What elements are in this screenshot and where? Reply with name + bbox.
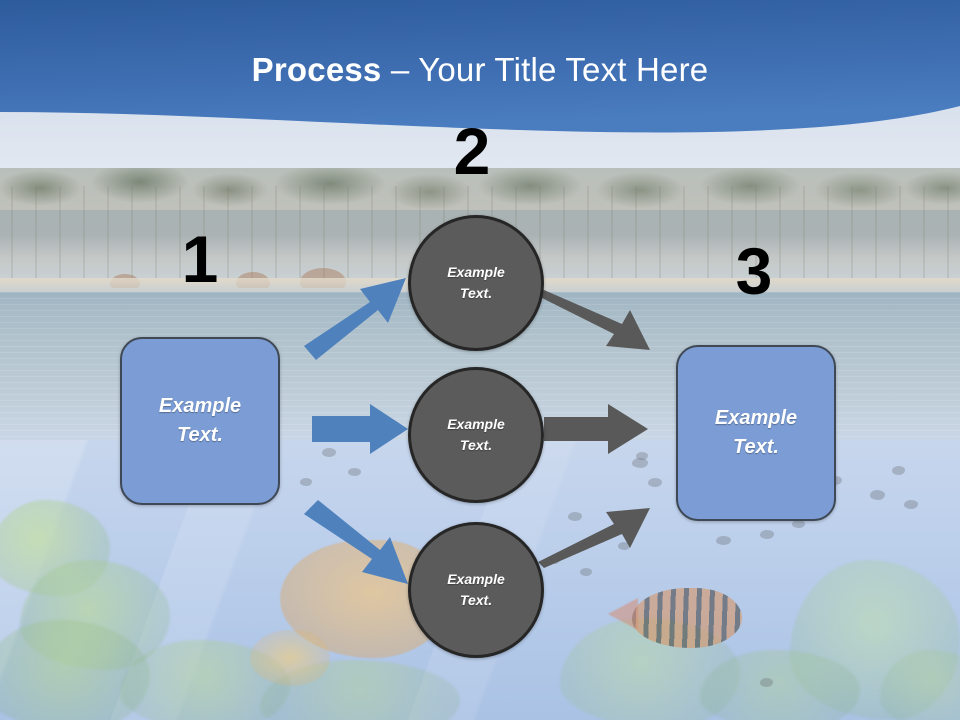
background-small-fish bbox=[618, 542, 630, 550]
arrow-circle-top-to-box3 bbox=[538, 290, 650, 350]
arrow-box1-to-circle-bottom bbox=[304, 500, 408, 584]
background-small-fish bbox=[892, 466, 905, 475]
process-circle-top[interactable]: Example Text. bbox=[408, 215, 544, 351]
background-fish-striped bbox=[632, 588, 742, 648]
background-small-fish bbox=[760, 678, 773, 687]
background-small-fish bbox=[792, 520, 805, 528]
background-small-fish bbox=[632, 458, 648, 468]
background-small-fish bbox=[568, 512, 582, 521]
process-circle-bottom-label: Example Text. bbox=[447, 571, 505, 608]
process-circle-middle[interactable]: Example Text. bbox=[408, 367, 544, 503]
background-small-fish bbox=[716, 536, 731, 545]
page-title-regular: Your Title Text Here bbox=[418, 51, 709, 88]
background-small-fish bbox=[870, 490, 885, 500]
output-box-label: Example Text. bbox=[714, 407, 798, 458]
background-small-fish bbox=[300, 478, 312, 486]
header-band bbox=[0, 0, 960, 133]
step-number-2: 2 bbox=[453, 114, 491, 188]
process-circle-top-label: Example Text. bbox=[447, 264, 505, 301]
background-small-fish bbox=[760, 530, 774, 539]
page-title-separator: – bbox=[381, 51, 419, 88]
background-small-fish bbox=[636, 452, 648, 460]
process-circle-bottom[interactable]: Example Text. bbox=[408, 522, 544, 658]
output-box[interactable]: Example Text. bbox=[676, 345, 836, 521]
background-small-fish bbox=[322, 448, 336, 457]
background-fish-striped-tail bbox=[608, 598, 638, 630]
background-small-fish bbox=[348, 468, 361, 476]
input-box[interactable]: Example Text. bbox=[120, 337, 280, 505]
background-coral bbox=[700, 650, 860, 720]
arrow-box1-to-circle-top bbox=[304, 278, 406, 360]
arrow-circle-middle-to-box3 bbox=[544, 404, 648, 454]
step-number-3: 3 bbox=[735, 234, 773, 308]
step-number-1: 1 bbox=[181, 222, 219, 296]
background-small-fish bbox=[904, 500, 918, 509]
background-fish-large-fin bbox=[250, 630, 330, 686]
arrow-box1-to-circle-middle bbox=[312, 404, 408, 454]
input-box-label: Example Text. bbox=[158, 395, 242, 446]
arrow-circle-bottom-to-box3 bbox=[538, 508, 650, 568]
background-small-fish bbox=[580, 568, 592, 576]
page-title: Process – Your Title Text Here bbox=[0, 50, 960, 90]
page-title-bold: Process bbox=[251, 51, 382, 88]
process-circle-middle-label: Example Text. bbox=[447, 416, 505, 453]
background-small-fish bbox=[648, 478, 662, 487]
